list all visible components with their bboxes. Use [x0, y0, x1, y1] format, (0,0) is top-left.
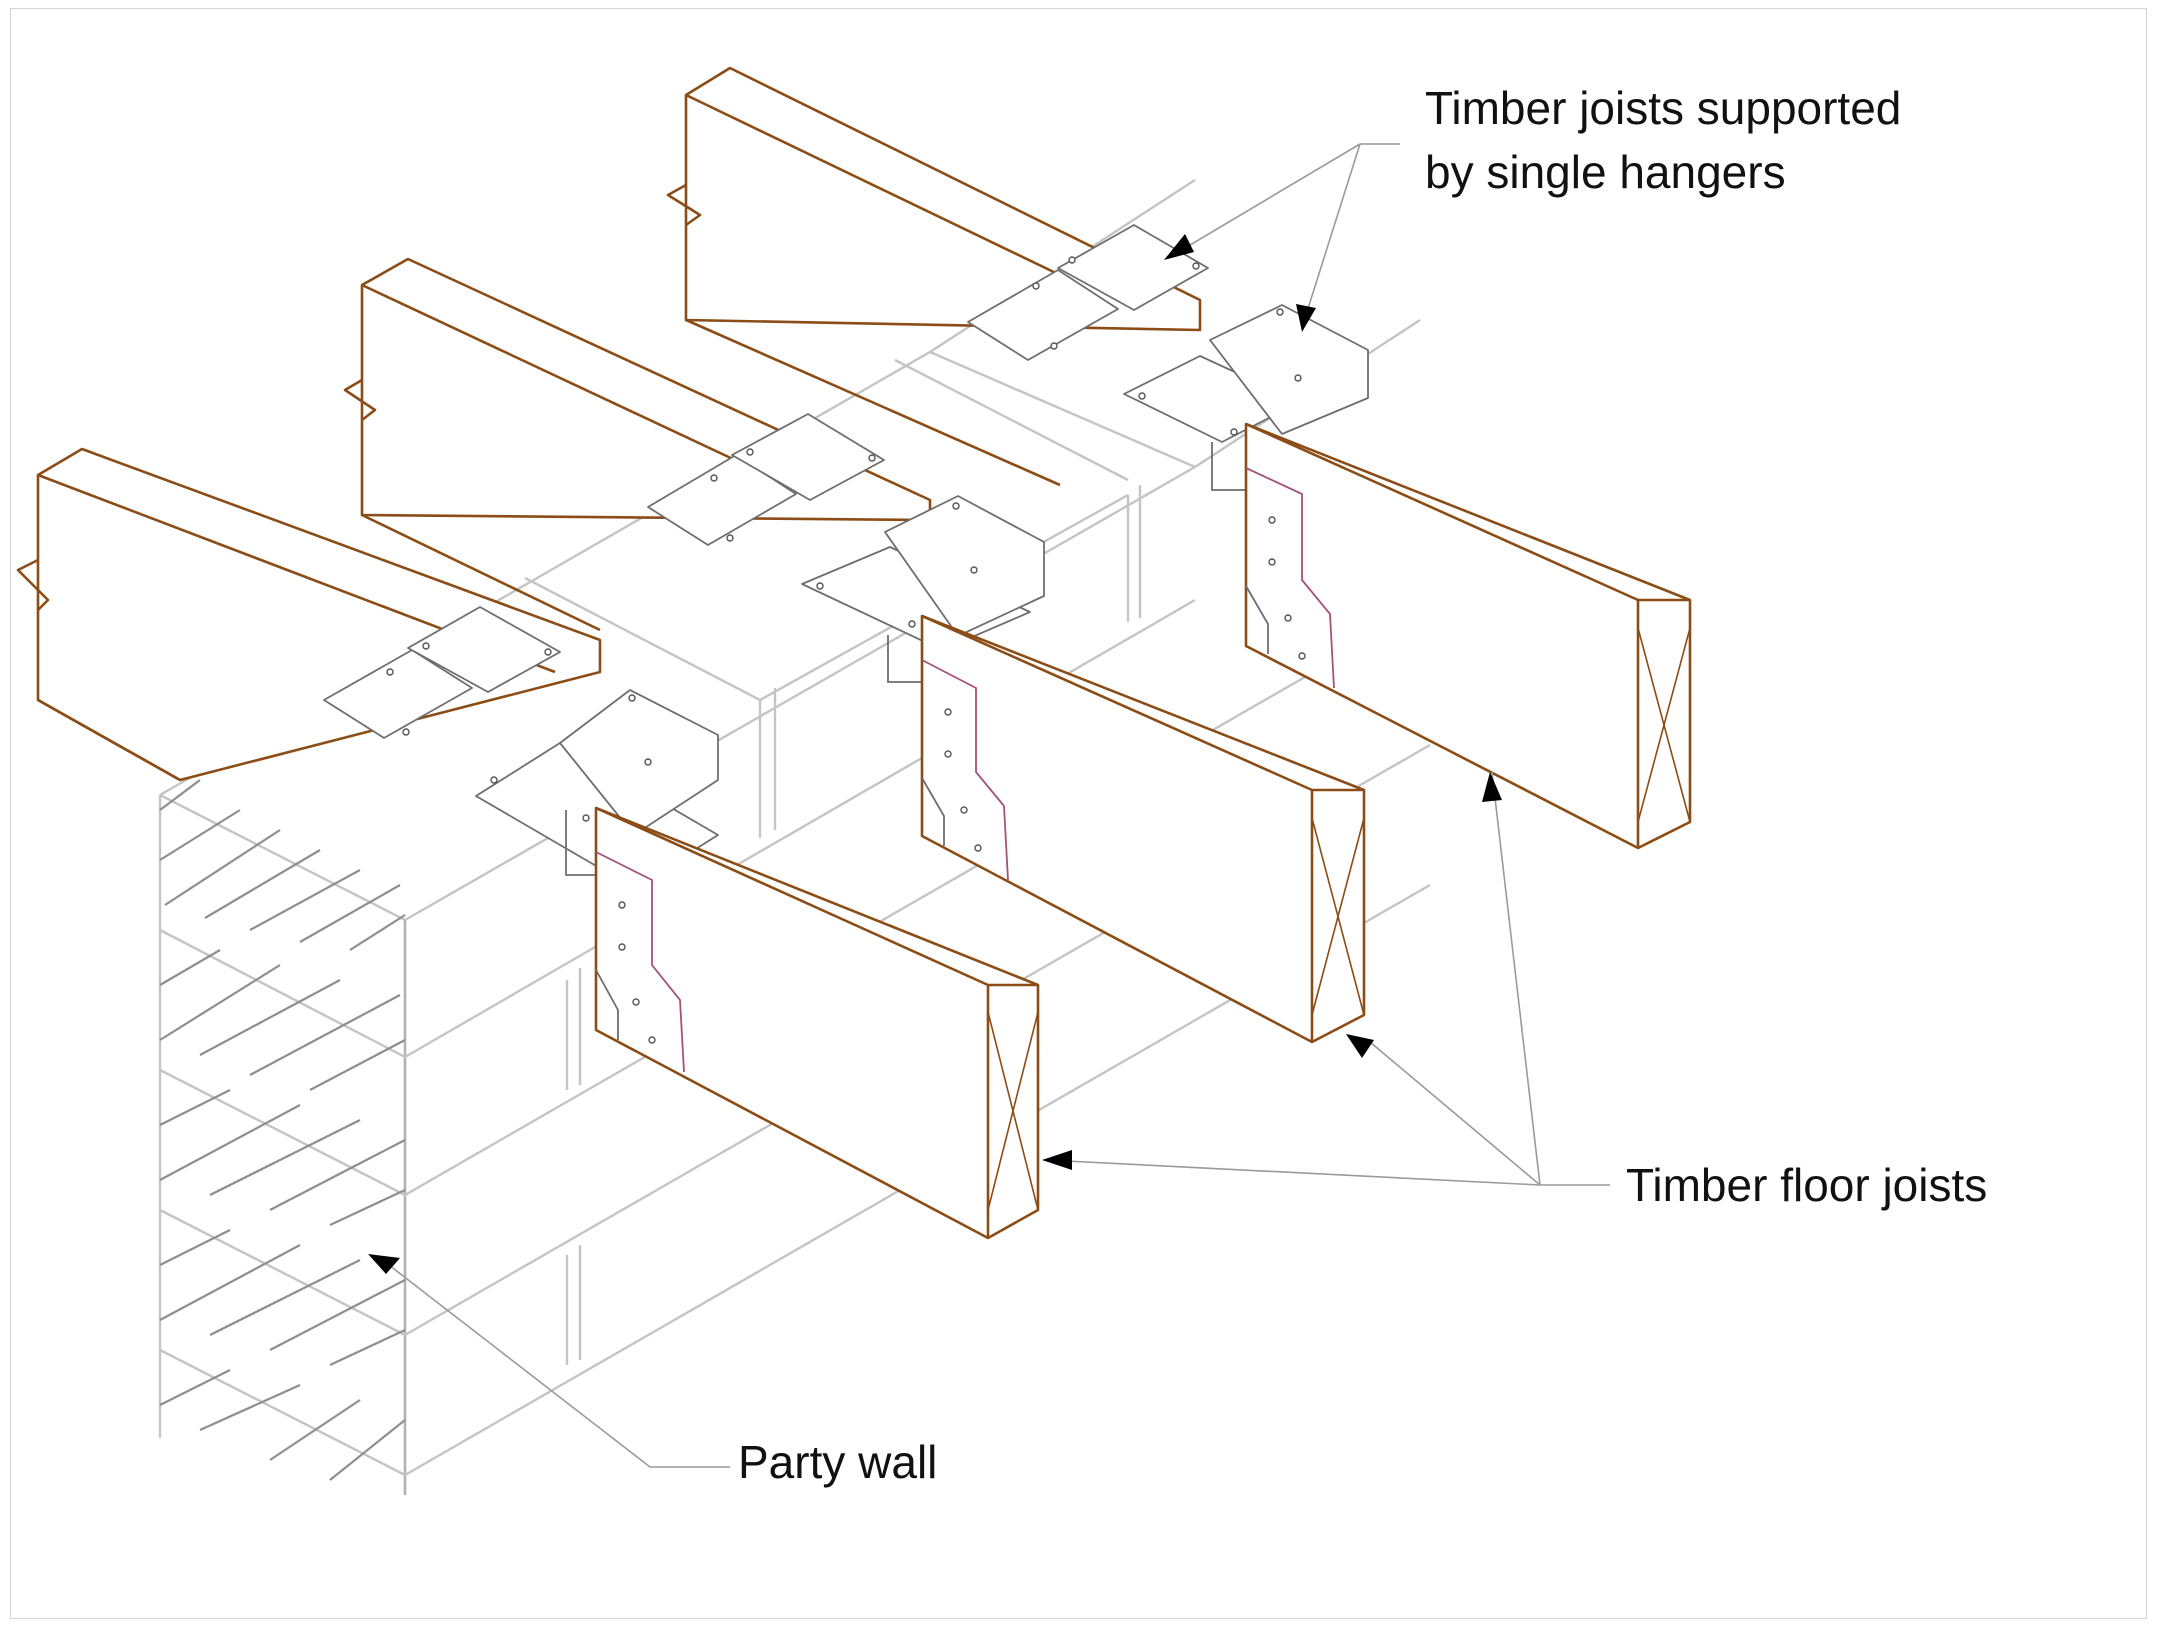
drawing-frame — [10, 8, 2147, 1619]
wall-section-hatching — [159, 779, 406, 1481]
label-hangers-line1: Timber joists supported — [1425, 82, 1901, 134]
joist-hanger-middle — [921, 659, 1009, 881]
joist-hanger-back — [1245, 467, 1335, 689]
floor-joist-front — [565, 806, 1040, 1240]
leader-floor-joists — [1042, 771, 1610, 1186]
joist-hanger-front — [595, 851, 685, 1073]
leader-hangers — [1164, 143, 1400, 332]
leader-party-wall — [368, 1254, 730, 1468]
label-floor-joists: Timber floor joists — [1626, 1159, 1987, 1211]
label-hangers-line2: by single hangers — [1425, 146, 1786, 198]
hanger-nail-holes — [386, 256, 1302, 822]
floor-joist-middle — [887, 614, 1366, 1044]
label-party-wall: Party wall — [738, 1436, 937, 1488]
floor-joist-back — [1211, 422, 1692, 850]
